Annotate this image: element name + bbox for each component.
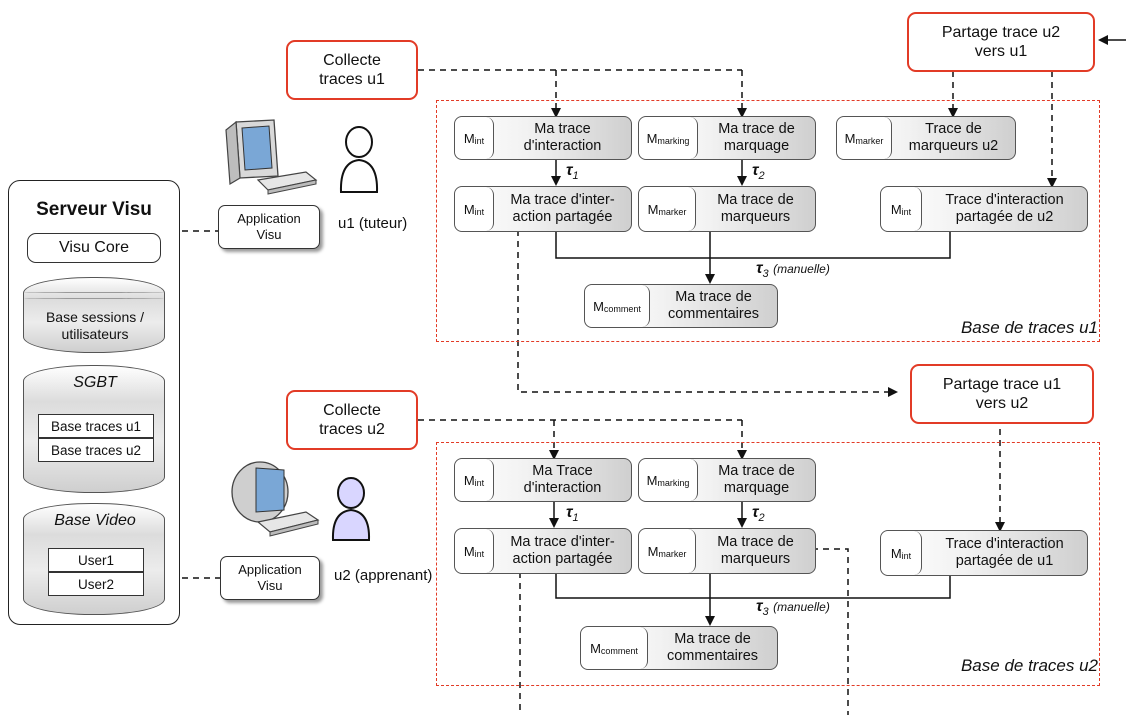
sessions-database: Base sessions / utilisateurs: [23, 277, 165, 353]
sessions-database-label: Base sessions / utilisateurs: [45, 309, 145, 342]
server-title: Serveur Visu: [36, 199, 152, 220]
video-label: Base Video: [54, 512, 136, 529]
trace-base-u1-label: Base de traces u1: [960, 318, 1098, 337]
trace-base-u2-label: Base de traces u2: [960, 656, 1098, 675]
tau1-u2: τ1: [566, 504, 579, 525]
trace-base-u2: [436, 442, 1100, 686]
computer-u1-icon: [225, 119, 318, 195]
user-u2-label: u2 (apprenant): [334, 567, 433, 584]
collect-traces-u2: Collecte traces u2: [286, 390, 418, 450]
tau3-u1: τ3 (manuelle): [756, 260, 830, 281]
tau2-u2: τ2: [752, 504, 765, 525]
trace-name: Ma trace d'interaction: [523, 121, 602, 154]
trace-name: Ma trace de commentaires: [667, 289, 760, 322]
share-trace-u1-to-u2: Partage trace u1 vers u2: [910, 364, 1094, 424]
trace-name: Trace de marqueurs u2: [908, 121, 999, 154]
server-panel: Serveur Visu Visu Core Base sessions / u…: [8, 180, 180, 625]
trace-name: Ma trace de marquage: [718, 463, 795, 496]
tau3-u2: τ3 (manuelle): [756, 598, 830, 619]
tau3-merge-u2: [555, 574, 951, 599]
tau3-merge-u1: [555, 232, 951, 259]
trace-name: Trace d'interaction partagée de u1: [945, 536, 1064, 569]
user-u1-icon: [339, 126, 379, 193]
trace-name: Ma trace de marqueurs: [717, 534, 794, 567]
trace-name: Ma trace d'inter-action partagée: [510, 192, 615, 225]
app-visu-u1[interactable]: Application Visu: [218, 205, 320, 249]
share-trace-u2-to-u1: Partage trace u2 vers u1: [907, 12, 1095, 72]
trace-name: Ma Trace d'interaction: [523, 463, 602, 496]
visu-core-box: Visu Core: [27, 233, 161, 263]
sgbt-item-u2: Base traces u2: [38, 438, 154, 462]
sgbt-item-u1: Base traces u1: [38, 414, 154, 438]
trace-name: Ma trace de marquage: [718, 121, 795, 154]
tau2-u1: τ2: [752, 162, 765, 183]
computer-u2-icon: [231, 461, 320, 537]
video-item-user1: User1: [48, 548, 144, 572]
sgbt-database: SGBT Base traces u1 Base traces u2: [23, 365, 165, 493]
collect-traces-u1: Collecte traces u1: [286, 40, 418, 100]
user-u2-icon: [331, 477, 371, 541]
user-u1-label: u1 (tuteur): [338, 215, 408, 232]
tau1-u1: τ1: [566, 162, 579, 183]
u2-markers-out: [812, 548, 849, 715]
app-visu-u2[interactable]: Application Visu: [220, 556, 320, 600]
video-database: Base Video User1 User2: [23, 503, 165, 615]
video-item-user2: User2: [48, 572, 144, 596]
sgbt-label: SGBT: [73, 374, 117, 391]
trace-name: Ma trace de commentaires: [666, 631, 759, 664]
trace-name: Trace d'interaction partagée de u2: [945, 192, 1064, 225]
trace-base-u1: [436, 100, 1100, 342]
trace-name: Ma trace de marqueurs: [717, 192, 794, 225]
trace-name: Ma trace d'inter-action partagée: [510, 534, 615, 567]
